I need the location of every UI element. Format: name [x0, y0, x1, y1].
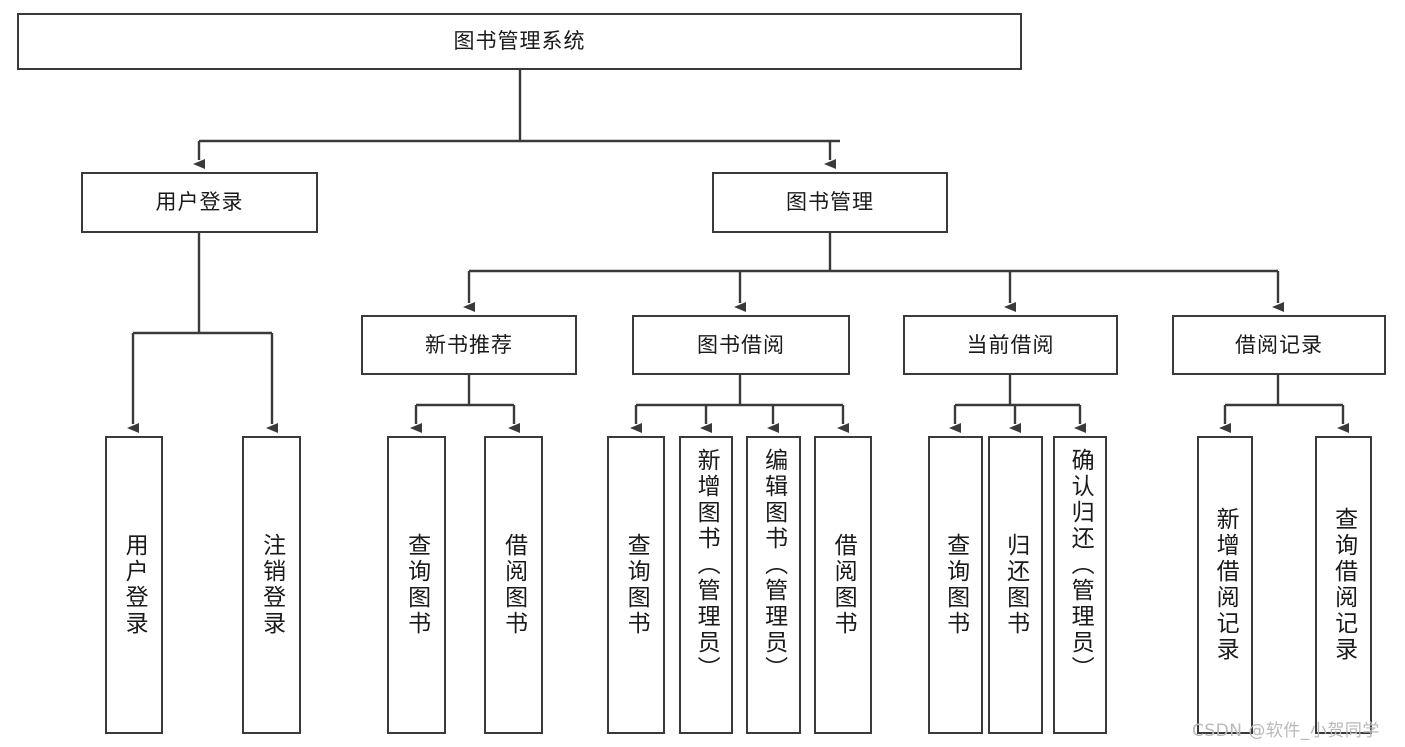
node-label: 借阅记录	[1235, 332, 1323, 357]
node-book-management-system[interactable]: 图书管理系统	[17, 13, 1022, 70]
node-label: 借阅图书	[500, 533, 527, 637]
node-label: 新书推荐	[425, 332, 513, 357]
node-label: 归还图书	[1002, 533, 1029, 637]
node-label: 新增图书（管理员）	[693, 448, 720, 682]
node-new-book-recommend[interactable]: 新书推荐	[361, 315, 577, 375]
node-label: 用户登录	[155, 190, 244, 215]
leaf-add-borrow-record[interactable]: 新增借阅记录	[1197, 436, 1253, 734]
leaf-query-book-new[interactable]: 查询图书	[387, 436, 446, 734]
leaf-borrow-book[interactable]: 借阅图书	[814, 436, 872, 734]
leaf-query-book-borrow[interactable]: 查询图书	[607, 436, 665, 734]
node-user-login[interactable]: 用户登录	[81, 172, 318, 233]
csdn-watermark: CSDN @软件_小贺同学	[1192, 721, 1380, 741]
leaf-edit-book-admin[interactable]: 编辑图书（管理员）	[746, 436, 801, 734]
node-label: 图书管理	[786, 190, 874, 215]
leaf-borrow-book-new[interactable]: 借阅图书	[484, 436, 543, 734]
leaf-return-book[interactable]: 归还图书	[988, 436, 1043, 734]
leaf-user-login[interactable]: 用户登录	[105, 436, 163, 734]
node-current-borrow[interactable]: 当前借阅	[903, 315, 1118, 375]
leaf-query-borrow-record[interactable]: 查询借阅记录	[1315, 436, 1372, 734]
leaf-query-book-current[interactable]: 查询图书	[928, 436, 983, 734]
node-label: 借阅图书	[830, 533, 857, 637]
leaf-confirm-return-admin[interactable]: 确认归还（管理员）	[1053, 436, 1107, 734]
leaf-logout-login[interactable]: 注销登录	[242, 436, 301, 734]
node-borrow-record[interactable]: 借阅记录	[1172, 315, 1386, 375]
node-label: 当前借阅	[966, 332, 1055, 357]
node-label: 图书管理系统	[453, 29, 586, 54]
node-label: 查询借阅记录	[1330, 507, 1357, 663]
node-label: 查询图书	[403, 533, 430, 637]
node-book-management[interactable]: 图书管理	[712, 172, 948, 233]
node-label: 新增借阅记录	[1212, 507, 1239, 663]
node-label: 编辑图书（管理员）	[760, 448, 787, 682]
node-label: 确认归还（管理员）	[1067, 448, 1094, 682]
node-label: 查询图书	[623, 533, 650, 637]
node-label: 用户登录	[121, 533, 148, 637]
node-label: 注销登录	[258, 533, 285, 637]
leaf-add-book-admin[interactable]: 新增图书（管理员）	[679, 436, 733, 734]
node-label: 图书借阅	[697, 332, 785, 357]
node-book-borrow[interactable]: 图书借阅	[632, 315, 850, 375]
node-label: 查询图书	[942, 533, 969, 637]
